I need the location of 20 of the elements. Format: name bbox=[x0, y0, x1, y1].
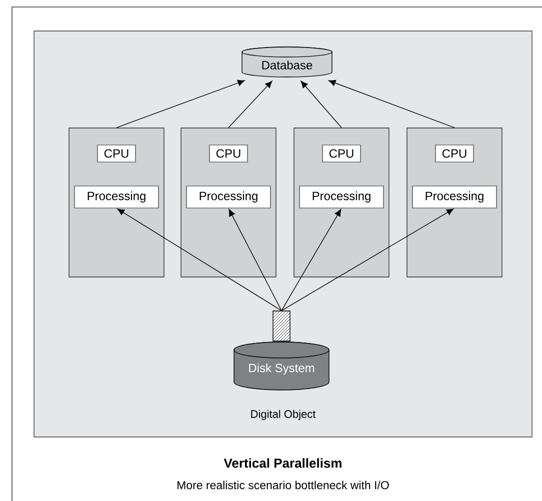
processing-box: Processing bbox=[74, 186, 159, 208]
arrow bbox=[281, 208, 454, 311]
processing-box: Processing bbox=[299, 186, 384, 208]
cpu-label-box: CPU bbox=[97, 144, 136, 162]
database-cylinder: Database bbox=[242, 46, 332, 78]
diagram-title: Vertical Parallelism bbox=[224, 458, 342, 468]
cpu-label-box: CPU bbox=[435, 144, 474, 162]
diagram-caption: More realistic scenario bottleneck with I/O bbox=[178, 480, 389, 490]
arrow bbox=[328, 80, 455, 128]
arrow bbox=[300, 80, 342, 128]
arrow bbox=[228, 80, 272, 128]
arrow bbox=[228, 209, 282, 311]
processing-box: Processing bbox=[412, 186, 497, 208]
processing-box: Processing bbox=[186, 186, 271, 208]
disk-cylinder: Disk System bbox=[234, 342, 330, 390]
cpu-label-box: CPU bbox=[209, 144, 248, 162]
cpu-label-box: CPU bbox=[322, 144, 361, 162]
arrow bbox=[116, 80, 245, 128]
arrow bbox=[117, 208, 282, 311]
arrow bbox=[281, 209, 342, 311]
